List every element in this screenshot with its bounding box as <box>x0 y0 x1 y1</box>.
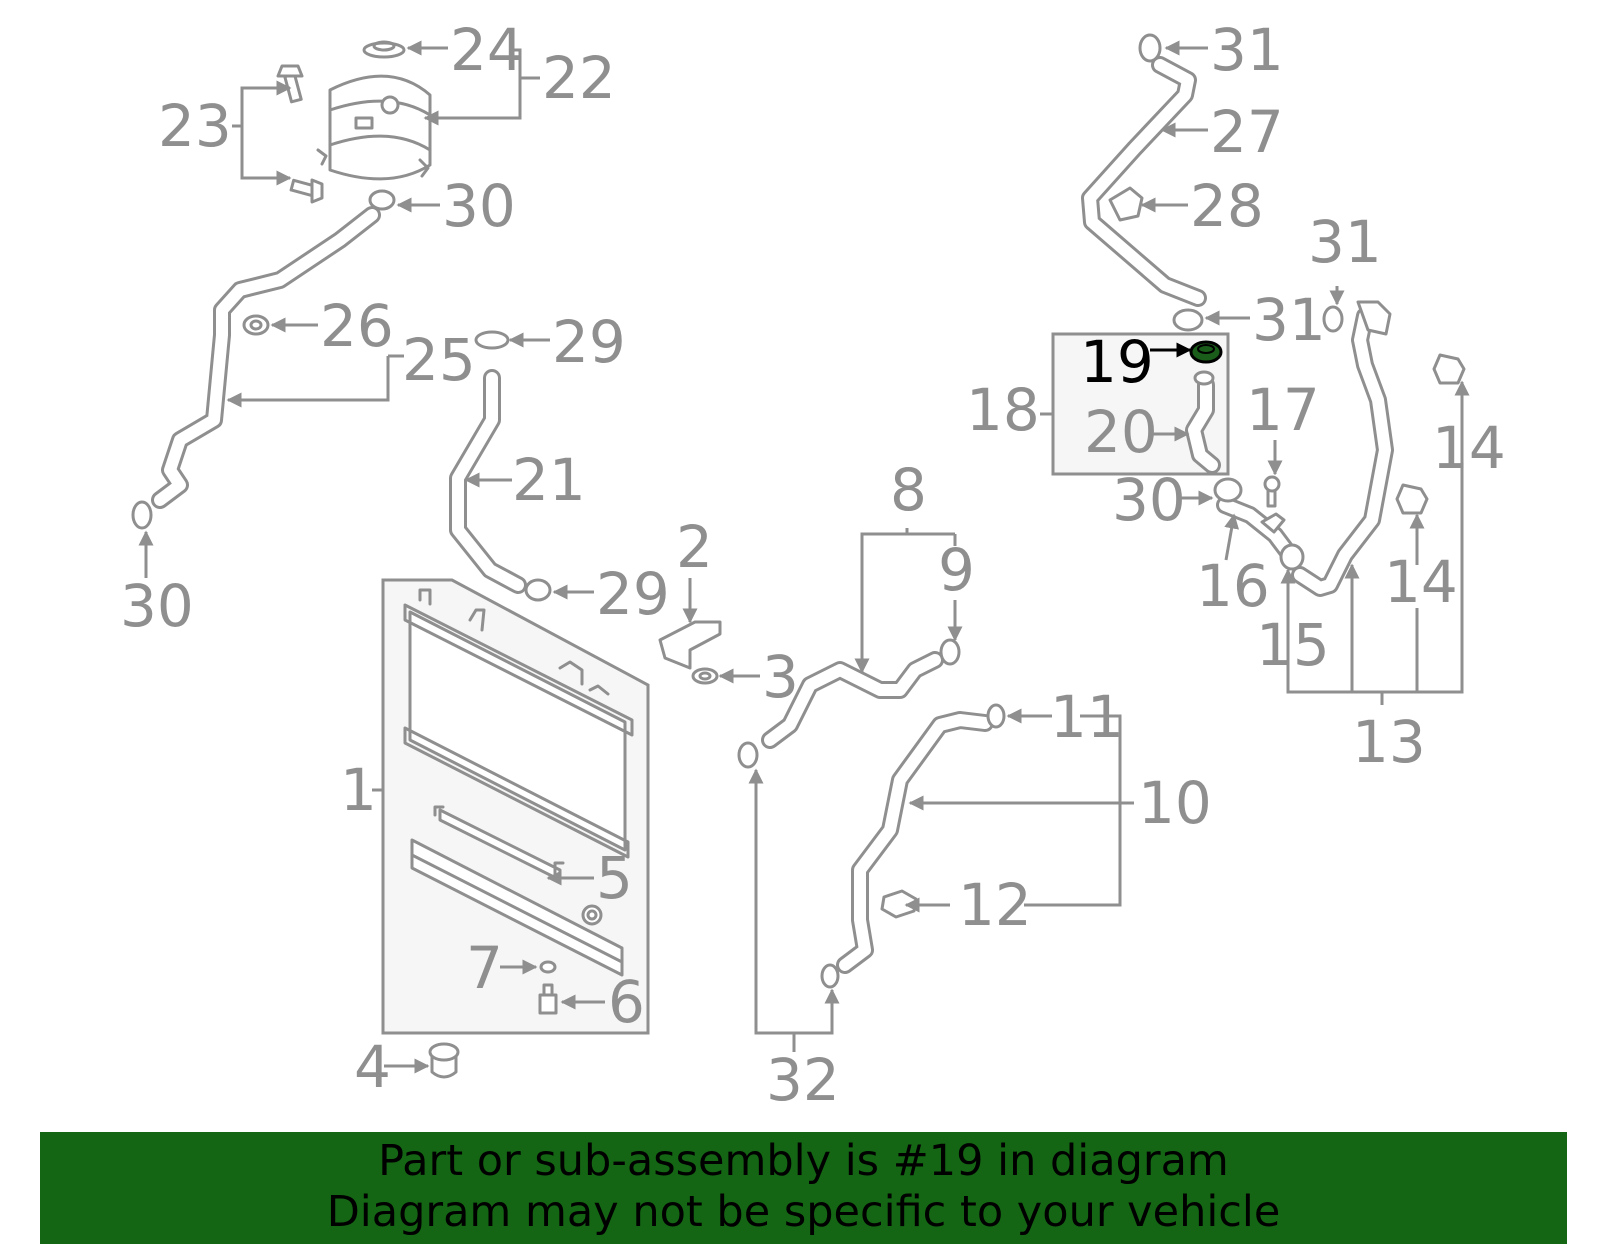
callout-14b: 14 <box>1384 548 1458 616</box>
callout-9: 9 <box>938 536 975 604</box>
callout-15: 15 <box>1256 611 1330 679</box>
callout-31c: 31 <box>1308 208 1382 276</box>
callout-24: 24 <box>450 16 524 84</box>
callout-3: 3 <box>762 643 799 711</box>
part-19-highlight <box>1189 340 1223 364</box>
leader-lines <box>138 40 1470 1074</box>
bushing <box>428 1042 460 1079</box>
hose-kit-box <box>1051 332 1230 476</box>
callout-14a: 14 <box>1432 414 1506 482</box>
callout-21: 21 <box>512 446 586 514</box>
callout-13: 13 <box>1352 708 1426 776</box>
callout-31a: 31 <box>1210 16 1284 84</box>
callout-31b: 31 <box>1252 286 1326 354</box>
banner-line-1: Part or sub-assembly is #19 in diagram <box>378 1136 1229 1186</box>
callout-29b: 29 <box>596 560 670 628</box>
callout-18: 18 <box>966 376 1040 444</box>
banner-line-2: Diagram may not be specific to your vehi… <box>326 1187 1281 1237</box>
overflow-hose <box>131 189 396 530</box>
heater-hose <box>820 703 1006 989</box>
callout-30a: 30 <box>442 172 516 240</box>
upper-hose <box>449 330 552 602</box>
parts-diagram: 1 2 3 4 5 6 7 8 9 10 11 12 13 14 14 15 1… <box>120 16 1506 1114</box>
callout-19: 19 <box>1080 328 1154 396</box>
callout-28: 28 <box>1190 172 1264 240</box>
callout-12: 12 <box>958 871 1032 939</box>
callout-20: 20 <box>1084 398 1158 466</box>
bypass-hose <box>1081 33 1207 332</box>
callout-16: 16 <box>1196 552 1270 620</box>
callout-30c: 30 <box>1112 466 1186 534</box>
callout-26: 26 <box>320 292 394 360</box>
callout-30b: 30 <box>120 572 194 640</box>
callout-4: 4 <box>354 1033 391 1101</box>
callout-5: 5 <box>596 844 633 912</box>
callout-29a: 29 <box>552 308 626 376</box>
info-banner: Part or sub-assembly is #19 in diagram D… <box>40 1132 1567 1244</box>
radiator-hose-set <box>1291 300 1466 597</box>
callout-23: 23 <box>158 92 232 160</box>
callout-labels: 1 2 3 4 5 6 7 8 9 10 11 12 13 14 14 15 1… <box>120 16 1506 1114</box>
lower-hose <box>737 638 961 769</box>
bracket <box>658 620 722 685</box>
callout-22: 22 <box>542 44 616 112</box>
callout-2: 2 <box>676 513 713 581</box>
callout-6: 6 <box>608 968 645 1036</box>
callout-25: 25 <box>402 326 476 394</box>
callout-11: 11 <box>1050 683 1124 751</box>
callout-7: 7 <box>466 934 503 1002</box>
callout-27: 27 <box>1210 98 1284 166</box>
callout-10: 10 <box>1138 769 1212 837</box>
radiator-assembly <box>381 578 650 1035</box>
water-pipe <box>1213 475 1305 571</box>
callout-1: 1 <box>340 756 377 824</box>
callout-8: 8 <box>890 456 927 524</box>
callout-17: 17 <box>1246 376 1320 444</box>
reservoir-tank <box>276 40 432 204</box>
callout-32: 32 <box>766 1046 840 1114</box>
